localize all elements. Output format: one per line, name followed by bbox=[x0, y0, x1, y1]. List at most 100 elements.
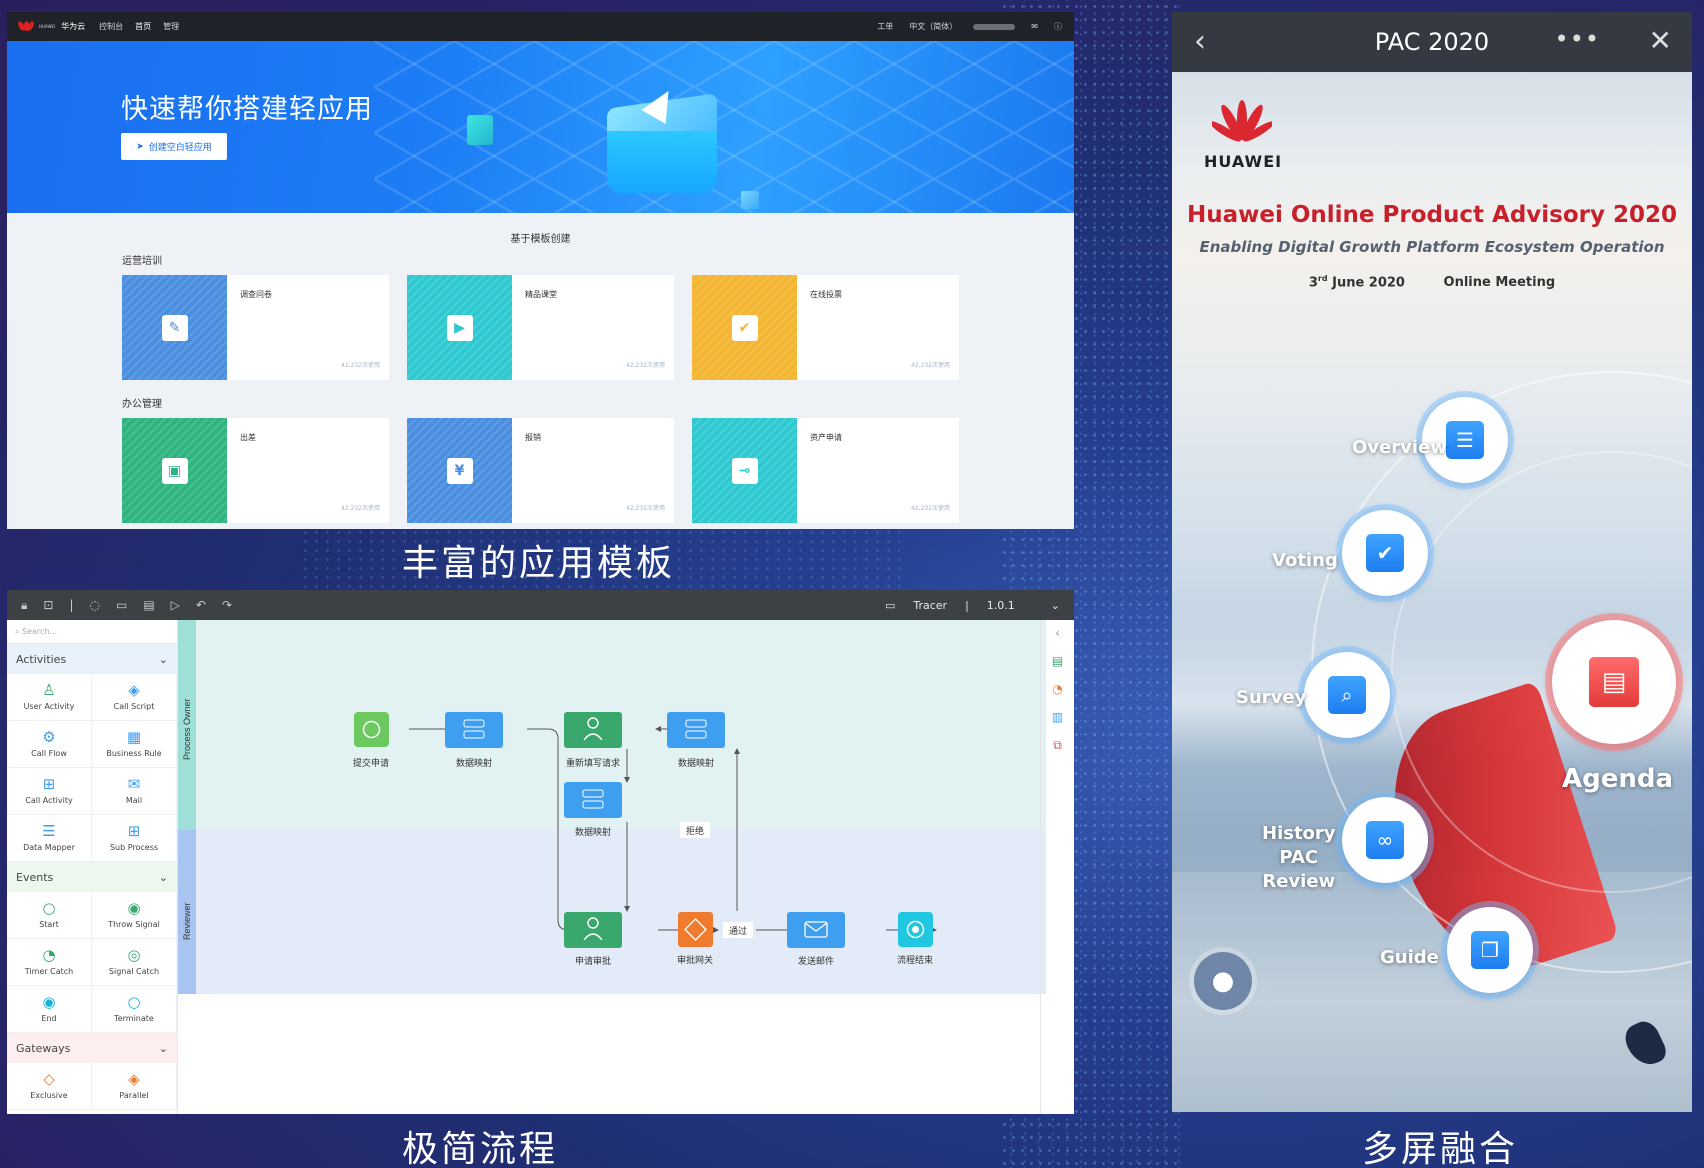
section-activities[interactable]: Activities⌄ bbox=[7, 644, 177, 674]
user-name-redacted[interactable] bbox=[973, 23, 1016, 30]
user-avatar-button[interactable]: ● bbox=[1194, 952, 1252, 1010]
palette-call-activity[interactable]: ⊞Call Activity bbox=[7, 768, 92, 815]
node-label: 流程结束 bbox=[897, 954, 933, 966]
more-options-icon[interactable]: ••• bbox=[1554, 25, 1600, 53]
menu-agenda-button[interactable]: ▤ bbox=[1552, 620, 1676, 744]
share-icon[interactable]: ⧉ bbox=[1053, 738, 1062, 752]
card-usage-count: 42,232次使用 bbox=[911, 505, 950, 512]
mode-label[interactable]: Tracer bbox=[913, 598, 948, 612]
end-event-icon: ◉ bbox=[42, 993, 56, 1011]
chevron-down-icon[interactable]: ⌄ bbox=[1050, 598, 1060, 612]
canvas-empty-area[interactable] bbox=[178, 994, 1040, 1114]
palette-parallel[interactable]: ◈Parallel bbox=[92, 1063, 177, 1110]
node-end[interactable]: 流程结束 bbox=[897, 912, 933, 966]
create-blank-app-button[interactable]: ➤ 创建空白轻应用 bbox=[121, 133, 227, 160]
menu-history-button[interactable]: ∞ bbox=[1342, 797, 1428, 883]
box-illustration bbox=[607, 84, 717, 197]
list-icon: ☰ bbox=[1446, 421, 1484, 459]
node-gateway[interactable]: 审批网关 bbox=[677, 912, 713, 966]
section-title: Activities bbox=[16, 652, 67, 666]
brand-name[interactable]: 华为云 bbox=[61, 22, 86, 31]
search-placeholder: Search... bbox=[22, 627, 58, 636]
caption-templates: 丰富的应用模板 bbox=[402, 543, 676, 584]
node-map1[interactable]: 数据映射 bbox=[445, 712, 503, 769]
small-cube-illustration bbox=[467, 115, 493, 145]
card-thumb: ¥ bbox=[407, 418, 512, 523]
palette-call-flow[interactable]: ⚙Call Flow bbox=[7, 721, 92, 768]
monitor-icon[interactable]: ▭ bbox=[884, 598, 896, 612]
lock-icon[interactable]: 🔒︎ bbox=[21, 597, 28, 612]
run-icon[interactable]: ▷ bbox=[170, 598, 180, 612]
language-select[interactable]: 中文（简体） bbox=[909, 22, 958, 31]
page-icon[interactable]: ▭ bbox=[115, 598, 128, 612]
palette-terminate[interactable]: ○Terminate bbox=[92, 986, 177, 1033]
card-name: 资产申请 bbox=[810, 433, 842, 442]
flow-canvas[interactable]: 提交申请 数据映射 重新填写请求 数据映射 数据映射 拒绝 bbox=[196, 620, 1046, 994]
template-card-asset-request[interactable]: ⊸ 资产申请 42,232次使用 bbox=[692, 418, 959, 523]
section-events[interactable]: Events⌄ bbox=[7, 862, 177, 892]
palette-signal-catch[interactable]: ◎Signal Catch bbox=[92, 939, 177, 986]
mail-icon: ✉ bbox=[127, 775, 141, 793]
flow-toolbar: 🔒︎ ⊡ | ◌ ▭ ▤ ▷ ↶ ↷ ▭ Tracer | 1.0.1 ⌄ bbox=[7, 590, 1074, 620]
palette-business-rule[interactable]: ▦Business Rule bbox=[92, 721, 177, 768]
mobile-app-panel: ‹ PAC 2020 ••• ✕ HUAWEI Huawei Online Pr… bbox=[1172, 12, 1692, 1112]
palette-icon[interactable]: ◔ bbox=[1052, 682, 1063, 696]
palette-start[interactable]: ○Start bbox=[7, 892, 92, 939]
node-submit[interactable]: 提交申请 bbox=[353, 712, 389, 769]
console-topbar: HUAWEI 华为云 控制台 首页 管理 工单 中文（简体） ✉ ⓘ bbox=[7, 12, 1074, 41]
menu-guide-button[interactable]: ❐ bbox=[1447, 907, 1533, 993]
template-card-vote[interactable]: ✔ 在线投票 42,232次使用 bbox=[692, 275, 959, 380]
item-label: Mail bbox=[125, 796, 143, 805]
palette-call-script[interactable]: ◈Call Script bbox=[92, 674, 177, 721]
palette-user-activity[interactable]: ♙User Activity bbox=[7, 674, 92, 721]
node-map3[interactable]: 数据映射 bbox=[564, 782, 622, 838]
node-refill[interactable]: 重新填写请求 bbox=[564, 712, 622, 769]
section-gateways[interactable]: Gateways⌄ bbox=[7, 1033, 177, 1063]
template-card-business-trip[interactable]: ▣ 出差 42,232次使用 bbox=[122, 418, 389, 523]
menu-survey-button[interactable]: ⌕ bbox=[1304, 652, 1390, 738]
close-icon[interactable]: ✕ bbox=[1648, 24, 1672, 57]
template-card-reimbursement[interactable]: ¥ 报销 42,232次使用 bbox=[407, 418, 674, 523]
undo-icon[interactable]: ↶ bbox=[195, 598, 206, 612]
link-icon: ∞ bbox=[1366, 821, 1404, 859]
palette-end[interactable]: ◉ End bbox=[7, 986, 92, 1033]
presentation-icon: ▶ bbox=[446, 314, 473, 341]
mail-icon[interactable]: ✉ bbox=[1031, 22, 1038, 31]
palette-data-mapper[interactable]: ☰Data Mapper bbox=[7, 815, 92, 862]
properties-icon[interactable]: ▤ bbox=[1051, 654, 1064, 668]
menu-voting-button[interactable]: ✔ bbox=[1342, 510, 1428, 596]
version-label[interactable]: 1.0.1 bbox=[986, 598, 1015, 612]
item-label: End bbox=[41, 1014, 57, 1023]
palette-mail[interactable]: ✉ Mail bbox=[92, 768, 177, 815]
palette-exclusive[interactable]: ◇Exclusive bbox=[7, 1063, 92, 1110]
nav-manage[interactable]: 管理 bbox=[163, 22, 180, 31]
book-icon: ❐ bbox=[1471, 931, 1509, 969]
nav-console[interactable]: 控制台 bbox=[99, 22, 124, 31]
palette-throw-signal[interactable]: ◉Throw Signal bbox=[92, 892, 177, 939]
back-arrow-icon[interactable]: ‹ bbox=[1194, 24, 1206, 59]
node-approve[interactable]: 申请审批 bbox=[564, 912, 622, 967]
nav-home[interactable]: 首页 bbox=[135, 22, 152, 31]
menu-overview-button[interactable]: ☰ bbox=[1422, 397, 1508, 483]
node-map2[interactable]: 数据映射 bbox=[667, 712, 725, 769]
template-card-survey[interactable]: ✎ 调查问卷 42,232次使用 bbox=[122, 275, 389, 380]
section-title: Gateways bbox=[16, 1041, 71, 1055]
paper-plane-icon: ➤ bbox=[136, 141, 144, 152]
redo-icon[interactable]: ↷ bbox=[221, 598, 233, 612]
palette-search-input[interactable]: ⌕ Search... bbox=[7, 620, 177, 644]
nav-ticket[interactable]: 工单 bbox=[877, 22, 894, 31]
unlock-icon[interactable]: ⊡ bbox=[43, 598, 54, 612]
item-label: Start bbox=[39, 920, 59, 929]
notes-icon[interactable]: ▥ bbox=[1051, 710, 1064, 724]
node-mail[interactable]: 发送邮件 bbox=[787, 912, 845, 967]
lane-header-process-owner[interactable] bbox=[178, 620, 196, 830]
template-card-course[interactable]: ▶ 精品课堂 42,232次使用 bbox=[407, 275, 674, 380]
palette-sub-process[interactable]: ⊞Sub Process bbox=[92, 815, 177, 862]
chevron-left-icon[interactable]: ‹ bbox=[1055, 626, 1060, 640]
save-icon[interactable]: ▤ bbox=[143, 598, 155, 612]
bulb-icon[interactable]: ◌ bbox=[89, 598, 100, 612]
item-label: Throw Signal bbox=[108, 920, 160, 929]
lane-header-reviewer[interactable] bbox=[178, 830, 196, 994]
help-icon[interactable]: ⓘ bbox=[1054, 22, 1062, 31]
palette-timer-catch[interactable]: ◔Timer Catch bbox=[7, 939, 92, 986]
